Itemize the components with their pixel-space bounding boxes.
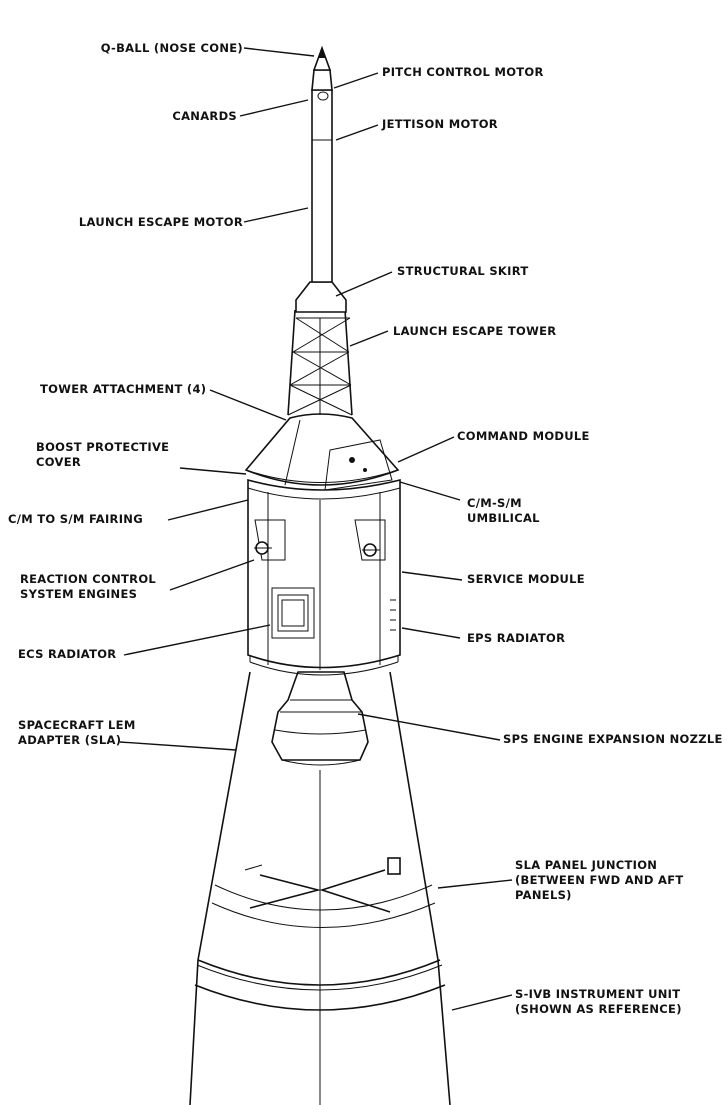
sla-adapter	[189, 671, 451, 1105]
label-service-module: SERVICE MODULE	[467, 572, 585, 586]
label-sps-engine-expansion-nozzle: SPS ENGINE EXPANSION NOZZLE	[503, 732, 723, 746]
label-rcs-line1: REACTION CONTROL	[20, 572, 157, 586]
label-structural-skirt: STRUCTURAL SKIRT	[397, 264, 529, 278]
label-pitch-control-motor: PITCH CONTROL MOTOR	[382, 65, 544, 79]
label-command-module: COMMAND MODULE	[457, 429, 590, 443]
label-jettison-motor: JETTISON MOTOR	[382, 117, 498, 131]
label-launch-escape-motor: LAUNCH ESCAPE MOTOR	[78, 215, 243, 229]
label-sla-panel-junction-line2: (BETWEEN FWD AND AFT	[515, 873, 684, 887]
label-boost-protective-cover: BOOST PROTECTIVE COVER	[36, 440, 169, 470]
label-eps-radiator: EPS RADIATOR	[467, 631, 566, 645]
label-sla-panel-junction-line3: PANELS)	[515, 888, 572, 902]
label-spacecraft-lem-adapter: SPACECRAFT LEM ADAPTER (SLA)	[18, 718, 136, 748]
label-tower-attachment: TOWER ATTACHMENT (4)	[40, 382, 207, 396]
label-rcs-line2: SYSTEM ENGINES	[20, 587, 138, 601]
label-cm-to-sm-fairing: C/M TO S/M FAIRING	[8, 512, 143, 526]
label-q-ball: Q-BALL (NOSE CONE)	[100, 41, 243, 55]
command-module	[244, 413, 400, 491]
label-instrument-unit-line1: S-IVB INSTRUMENT UNIT	[515, 987, 681, 1001]
label-cm-sm-umbilical-line1: C/M-S/M	[467, 496, 522, 510]
label-ecs-radiator: ECS RADIATOR	[18, 647, 117, 661]
launch-escape-tower	[287, 309, 353, 416]
label-boost-protective-cover-line2: COVER	[36, 455, 82, 469]
launch-escape-motor	[295, 45, 347, 313]
label-launch-escape-tower: LAUNCH ESCAPE TOWER	[393, 324, 557, 338]
label-sla-line2: ADAPTER (SLA)	[18, 733, 122, 747]
label-sla-line1: SPACECRAFT LEM	[18, 718, 136, 732]
label-canards: CANARDS	[172, 109, 237, 123]
label-reaction-control-system-engines: REACTION CONTROL SYSTEM ENGINES	[20, 572, 156, 602]
label-instrument-unit-line2: (SHOWN AS REFERENCE)	[515, 1002, 682, 1016]
label-boost-protective-cover-line1: BOOST PROTECTIVE	[36, 440, 170, 454]
label-cm-sm-umbilical-line2: UMBILICAL	[467, 511, 540, 525]
leader-lines	[119, 47, 513, 1011]
label-sla-panel-junction: SLA PANEL JUNCTION (BETWEEN FWD AND AFT …	[515, 858, 684, 903]
label-s-ivb-instrument-unit: S-IVB INSTRUMENT UNIT (SHOWN AS REFERENC…	[515, 987, 682, 1017]
label-cm-sm-umbilical: C/M-S/M UMBILICAL	[467, 496, 540, 526]
label-sla-panel-junction-line1: SLA PANEL JUNCTION	[515, 858, 658, 872]
sps-nozzle	[271, 671, 369, 766]
service-module	[247, 478, 401, 676]
